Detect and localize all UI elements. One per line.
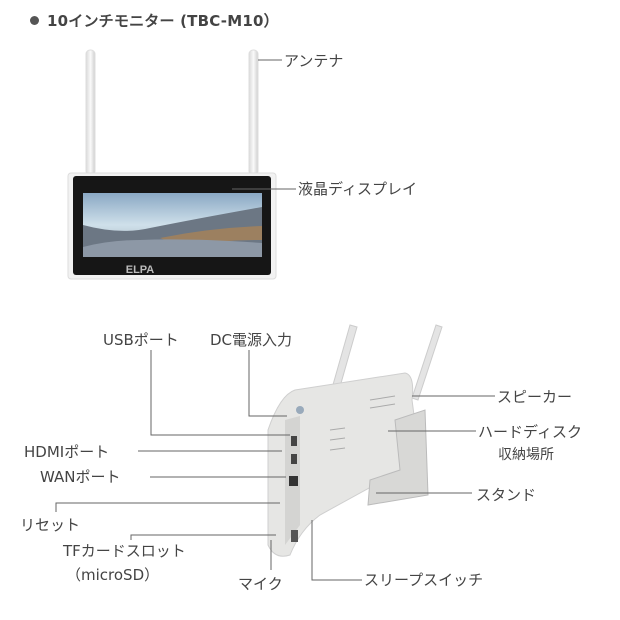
title-text: 10インチモニター (TBC-M10） — [47, 12, 279, 30]
port — [291, 436, 297, 446]
label-hdmi-port: HDMIポート — [24, 443, 110, 461]
label-stand: スタンド — [476, 486, 537, 504]
bullet-icon — [30, 16, 39, 25]
diagram-title: 10インチモニター (TBC-M10） — [30, 10, 279, 31]
label-hdd-line2: 収納場所 — [498, 447, 554, 463]
leader-lines — [55, 59, 495, 581]
back-antenna-right — [411, 324, 443, 401]
back-monitor — [267, 324, 443, 557]
elpa-logo: ELPA — [126, 264, 155, 276]
label-display: 液晶ディスプレイ — [298, 180, 417, 198]
label-sleep-switch: スリープスイッチ — [364, 571, 484, 589]
label-dc-input: DC電源入力 — [210, 331, 293, 349]
label-speaker: スピーカー — [497, 388, 573, 406]
label-usb-port: USBポート — [103, 331, 179, 349]
left-antenna — [85, 49, 96, 176]
label-hdd-line1: ハードディスク — [478, 423, 582, 441]
label-tf-slot-sub: （microSD） — [66, 566, 160, 584]
label-reset: リセット — [20, 516, 81, 534]
label-wan-port: WANポート — [40, 468, 121, 486]
label-mic: マイク — [238, 575, 283, 593]
label-antenna: アンテナ — [284, 52, 344, 70]
label-tf-slot: TFカードスロット — [63, 542, 186, 560]
right-antenna — [248, 49, 259, 176]
stand — [367, 409, 429, 506]
front-monitor: ELPA — [67, 49, 277, 280]
